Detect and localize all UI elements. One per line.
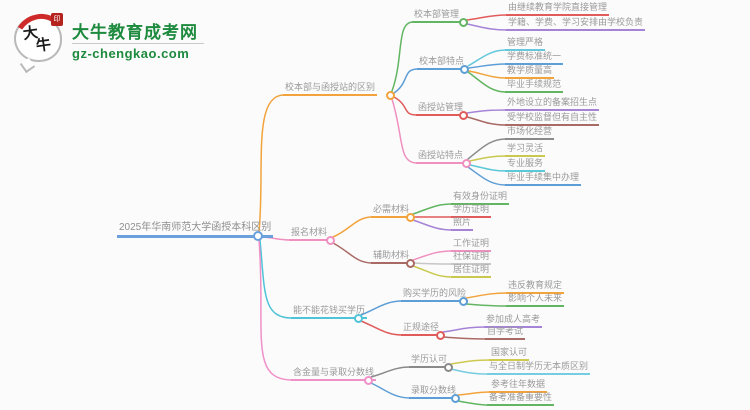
node-registration-materials[interactable]: 报名材料 [289,226,330,241]
site-name: 大牛教育成考网 [72,23,198,42]
handle-registration-materials[interactable] [325,235,335,245]
handle-hq-features[interactable] [459,64,469,74]
edge-b3-c0-l1 [450,368,489,375]
leaf-flexible-learning[interactable]: 学习灵活 [505,142,546,157]
edge-b0-c3 [391,98,418,164]
node-auxiliary-materials[interactable]: 辅助材料 [371,249,412,264]
leaf-school-responsible[interactable]: 学籍、学费、学习安排由学校负责 [506,16,646,31]
node-diploma-recognition[interactable]: 学历认可 [409,353,450,368]
edge-b0-c0-l1 [466,23,508,31]
leaf-work-certificate[interactable]: 工作证明 [451,237,492,252]
edge-b1-c0 [332,216,373,238]
handle-diploma-recognition[interactable] [443,362,453,372]
edge-b2-c0-l1 [465,303,508,307]
handle-admission-score-line[interactable] [450,393,460,403]
root-node[interactable]: 2025年华南师范大学函授本科区别 [117,221,274,238]
edge-b0-c0 [391,21,414,92]
leaf-state-recognized[interactable]: 国家认可 [489,346,530,361]
node-admission-score-line[interactable]: 录取分数线 [409,384,459,399]
edge-b1-c1-l2 [412,265,453,278]
node-station-management[interactable]: 函授站管理 [416,101,466,116]
leaf-standard-graduation[interactable]: 毕业手续规范 [505,78,564,93]
edge-b3-c0-l0 [450,359,491,365]
edge-b2-c1-l1 [442,336,487,340]
edge-b0-c3-l0 [467,138,507,160]
edge-b0-c0-l0 [466,14,508,21]
edge-b1-c0-l0 [412,203,453,215]
leaf-education-certificate[interactable]: 学历证明 [451,203,492,218]
edge-b0-c1-l0 [467,49,507,67]
edge-b1-c1 [332,242,373,264]
node-hq-management[interactable]: 校本部管理 [412,8,462,23]
site-logo[interactable]: 大 牛 印 大牛教育成考网 gz-chengkao.com [8,8,204,74]
leaf-residence-certificate[interactable]: 居住证明 [451,263,492,278]
node-risk-of-buying-diploma[interactable]: 购买学历的风险 [401,287,469,302]
edge-b2-c0 [360,300,403,316]
handle-station-features[interactable] [461,158,471,168]
node-station-features[interactable]: 函授站特点 [416,149,466,164]
node-legitimate-paths[interactable]: 正规途径 [401,321,442,336]
node-hq-features[interactable]: 校本部特点 [417,55,467,70]
edge-b2-c1 [360,320,403,336]
handle-station-management[interactable] [458,110,468,120]
edge-root-branch0 [258,94,285,233]
site-url: gz-chengkao.com [72,43,204,61]
edge-root-branch3 [258,239,293,381]
edge-b0-c1-l2 [468,70,507,79]
edge-b1-c1-l1 [413,262,453,265]
handle-required-materials[interactable] [405,212,415,222]
edge-b0-c1-l3 [467,71,507,93]
edge-b3-c1-l1 [457,400,489,406]
leaf-social-security-certificate[interactable]: 社保证明 [451,250,492,265]
leaf-photos[interactable]: 照片 [451,216,474,231]
logo-seal-icon: 印 [51,13,63,26]
edge-b0-c2-l1 [466,116,507,126]
leaf-violates-education-rules[interactable]: 违反教育规定 [506,279,565,294]
edge-b2-c1-l0 [442,326,486,333]
handle-can-buy-diploma[interactable] [353,313,363,323]
edge-b0-c1 [393,68,419,94]
leaf-unified-tuition[interactable]: 学费标准统一 [505,50,564,65]
handle-legitimate-paths[interactable] [435,330,445,340]
edge-b0-c3-l2 [469,164,507,172]
edge-b0-c2 [393,96,418,116]
edge-b3-c0 [370,366,411,378]
edge-b1-c1-l0 [412,250,453,261]
leaf-self-study-exam[interactable]: 自学考试 [485,325,526,340]
node-required-materials[interactable]: 必需材料 [371,203,412,218]
edge-root-branch2 [259,239,293,319]
leaf-strict-management[interactable]: 管理严格 [505,36,546,51]
node-value-and-admission-score[interactable]: 含金量与录取分数线 [291,366,377,381]
handle-auxiliary-materials[interactable] [405,258,415,268]
leaf-professional-service[interactable]: 专业服务 [505,157,546,172]
handle-hq-management[interactable] [458,17,468,27]
leaf-affects-personal-future[interactable]: 影响个人未来 [506,292,565,307]
edge-b0-c3-l1 [469,155,507,162]
edge-b3-c1-l0 [457,391,491,396]
node-can-buy-diploma[interactable]: 能不能花钱买学历 [291,304,368,319]
handle-hq-vs-station-diff[interactable] [385,90,395,100]
node-hq-vs-station-diff[interactable]: 校本部与函授站的区别 [283,81,378,96]
leaf-exam-prep-importance[interactable]: 备考准备重要性 [487,391,555,406]
leaf-centralized-graduation[interactable]: 毕业手续集中办理 [505,171,582,186]
edge-b0-c3-l3 [467,166,507,186]
leaf-valid-id[interactable]: 有效身份证明 [451,190,510,205]
handle-value-and-admission-score[interactable] [363,375,373,385]
leaf-managed-by-college[interactable]: 由继续教育学院直接管理 [506,1,610,16]
leaf-market-oriented[interactable]: 市场化经营 [505,125,555,140]
edge-b0-c1-l1 [468,63,507,69]
leaf-no-essential-difference-fulltime[interactable]: 与全日制学历无本质区别 [487,360,591,375]
edge-b1-c0-l2 [412,219,453,231]
leaf-adult-college-exam[interactable]: 参加成人高考 [484,313,543,328]
leaf-high-teaching-quality[interactable]: 教学质量高 [505,64,555,79]
logo-bubble-icon: 大 牛 印 [8,8,74,74]
leaf-refer-past-data[interactable]: 参考往年数据 [489,378,548,393]
handle-risk-of-buying-diploma[interactable] [458,296,468,306]
leaf-offsite-enrollment-point[interactable]: 外地设立的备案招生点 [505,96,600,111]
edge-b0-c2-l0 [466,109,507,114]
edge-b3-c1 [370,382,411,399]
edge-b2-c0-l0 [465,292,508,299]
root-node-handle[interactable] [253,231,263,241]
leaf-supervised-but-autonomous[interactable]: 受学校监督但有自主性 [505,111,600,126]
